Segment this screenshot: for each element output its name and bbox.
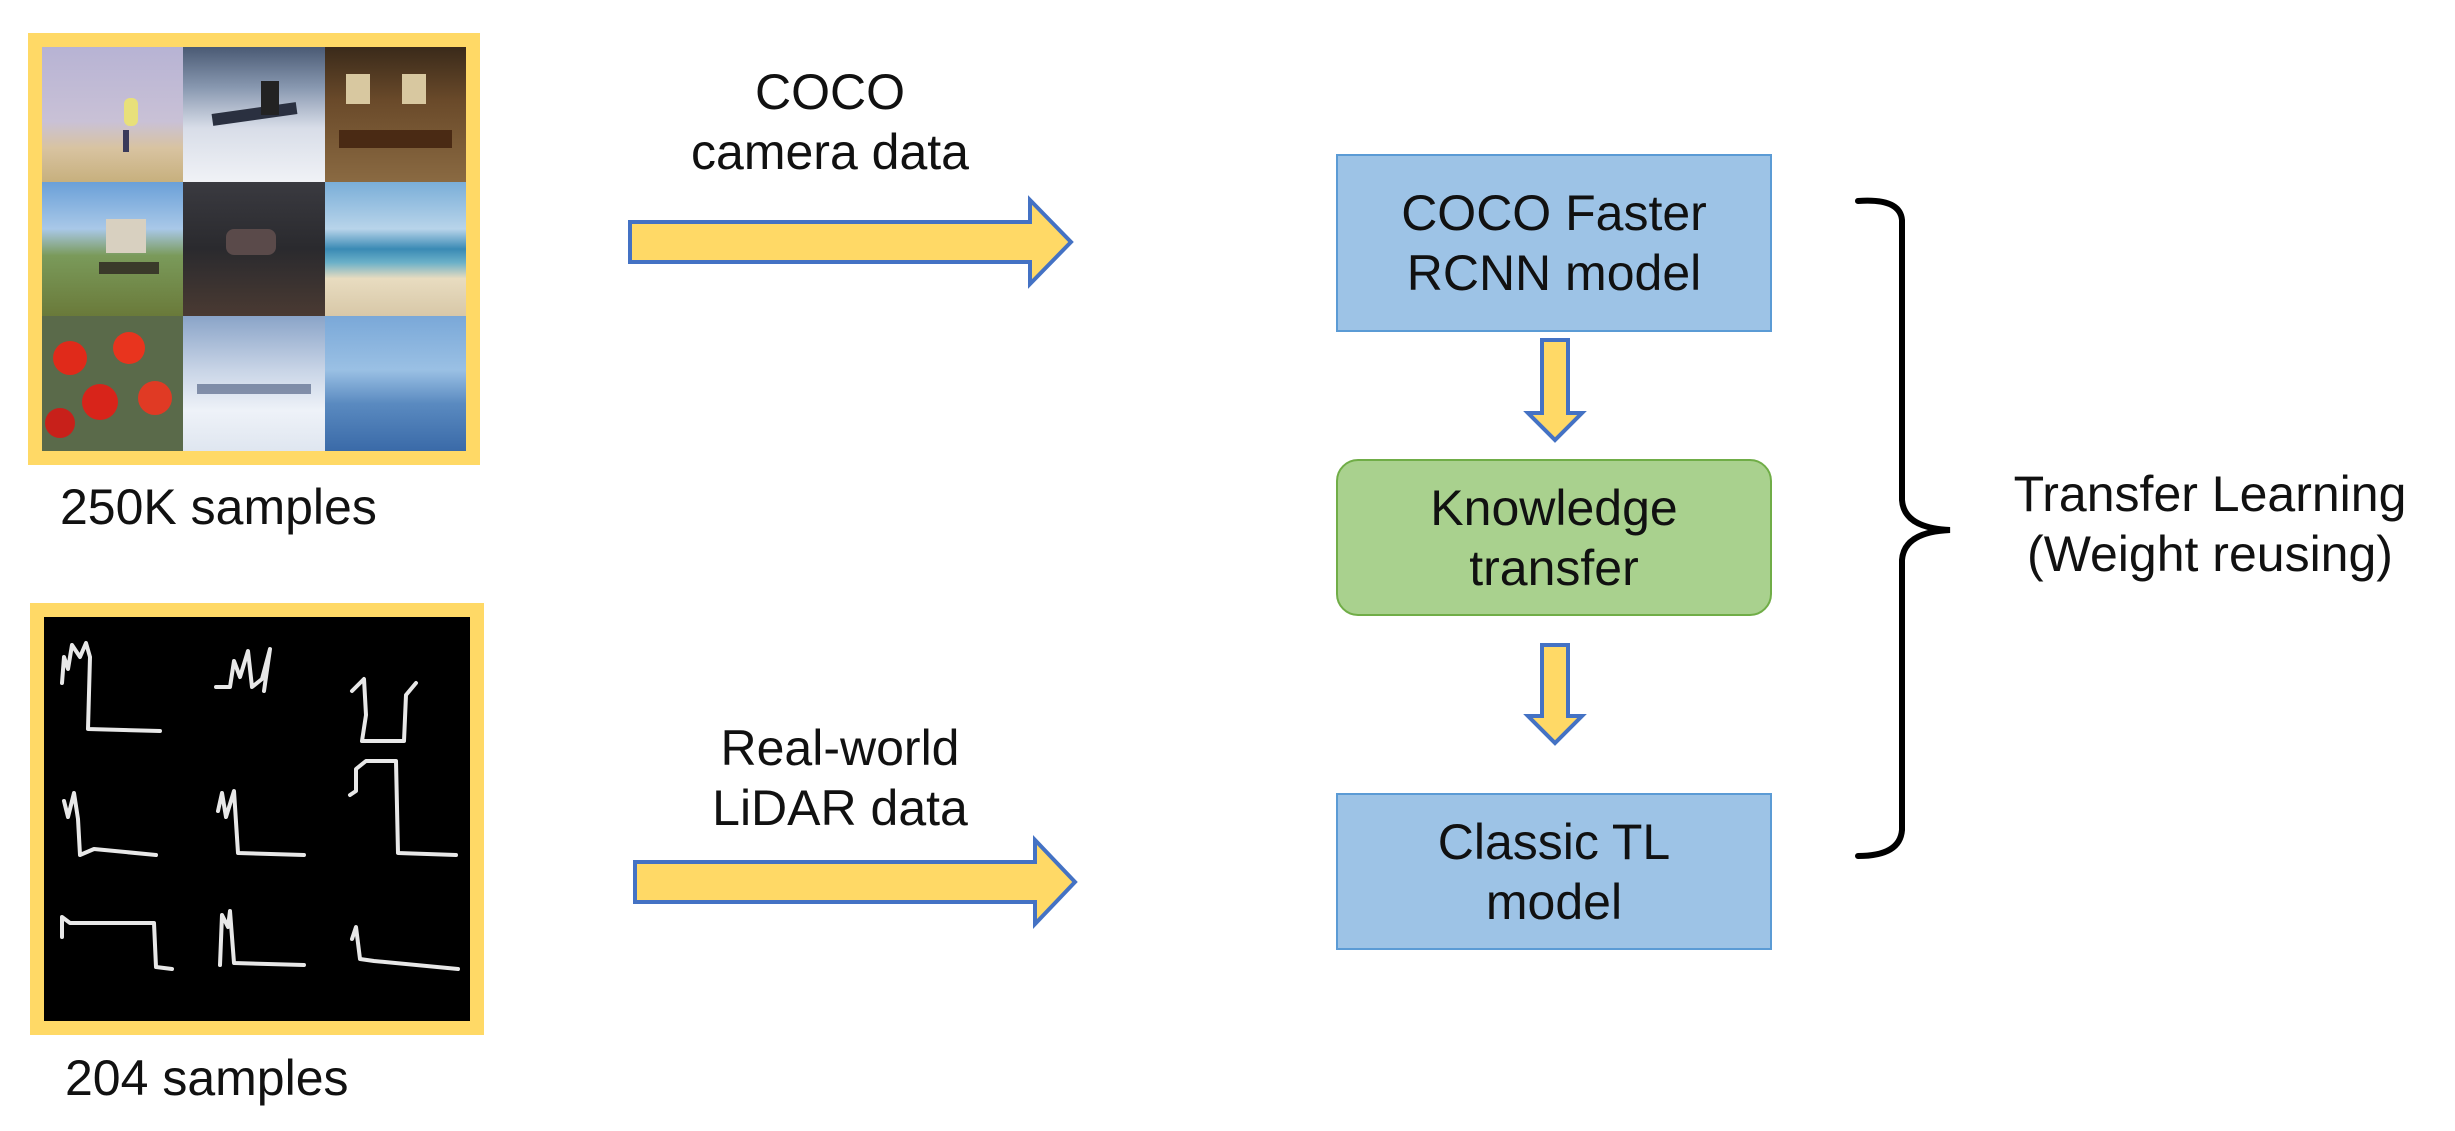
classic-tl-line1: Classic TL: [1437, 813, 1671, 870]
coco-thumbnail-dining-room: [324, 47, 466, 182]
lidar-waveform-4: [62, 791, 158, 857]
classic-tl-model-box: Classic TL model: [1336, 793, 1772, 950]
lidar-waveform-2: [214, 647, 272, 693]
coco-thumbnail-dark-room: [183, 181, 325, 317]
coco-faster-rcnn-box: COCO Faster RCNN model: [1336, 154, 1772, 332]
lidar-waveform-grid: [60, 641, 460, 971]
knowledge-transfer-box: Knowledge transfer: [1336, 459, 1772, 616]
lidar-data-line2: LiDAR data: [712, 780, 968, 836]
down-arrow-to-classic-tl: [1523, 643, 1587, 746]
coco-camera-data-line2: camera data: [691, 124, 969, 180]
coco-data-arrow: [628, 195, 1074, 289]
faster-rcnn-line1: COCO Faster: [1401, 185, 1707, 241]
coco-thumbnail-field-house: [42, 181, 184, 317]
transfer-learning-label: Transfer Learning (Weight reusing): [1980, 464, 2440, 584]
transfer-learning-line1: Transfer Learning: [2013, 466, 2407, 522]
coco-image-panel: [28, 33, 480, 465]
lidar-waveform-6: [348, 759, 458, 857]
lidar-waveform-7: [60, 915, 174, 971]
lidar-waveform-9: [350, 925, 460, 971]
lidar-waveform-8: [218, 909, 306, 967]
faster-rcnn-line2: RCNN model: [1406, 245, 1702, 301]
transfer-learning-line2: (Weight reusing): [2027, 526, 2393, 582]
lidar-data-label: Real-world LiDAR data: [650, 718, 1030, 838]
coco-image-grid: [42, 47, 466, 451]
lidar-waveform-3: [350, 677, 418, 743]
knowledge-transfer-line1: Knowledge: [1430, 479, 1678, 536]
coco-thumbnail-sky-panorama: [324, 316, 466, 451]
coco-thumbnail-beach-person: [42, 47, 184, 182]
coco-thumbnail-skiers: [183, 47, 325, 182]
coco-thumbnail-tomatoes: [42, 316, 184, 451]
classic-tl-line2: model: [1485, 873, 1623, 930]
lidar-image-panel: [30, 603, 484, 1035]
lidar-waveform-5: [216, 789, 306, 857]
lidar-waveform-1: [60, 641, 162, 733]
transfer-learning-brace: [1855, 197, 1951, 859]
coco-camera-data-label: COCO camera data: [640, 62, 1020, 182]
lidar-data-arrow: [633, 835, 1078, 929]
coco-thumbnail-snow-scene: [183, 316, 325, 451]
down-arrow-to-knowledge: [1523, 338, 1587, 443]
lidar-data-line1: Real-world: [720, 720, 960, 776]
coco-thumbnail-seaside: [324, 181, 466, 317]
lidar-sample-count: 204 samples: [65, 1050, 349, 1106]
knowledge-transfer-line2: transfer: [1469, 539, 1639, 596]
coco-camera-data-line1: COCO: [755, 64, 905, 120]
coco-sample-count: 250K samples: [60, 479, 377, 535]
